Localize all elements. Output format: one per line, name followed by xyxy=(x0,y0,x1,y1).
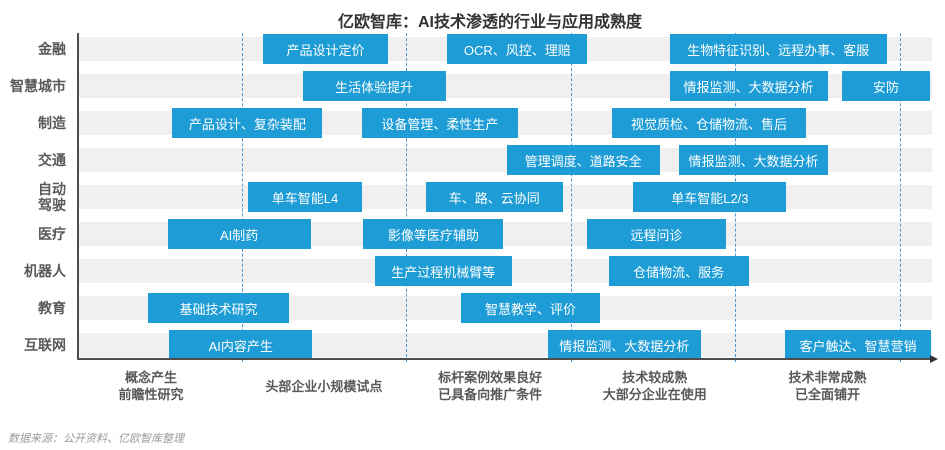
application-box: 视觉质检、仓储物流、售后 xyxy=(611,108,807,138)
industry-label: 交通 xyxy=(38,152,66,168)
stage-dashed-line xyxy=(406,33,408,362)
industry-label: 制造 xyxy=(38,115,66,131)
stage-label: 概念产生 前瞻性研究 xyxy=(118,370,184,402)
stage-label: 头部企业小规模试点 xyxy=(265,378,383,394)
axis-arrow-icon xyxy=(930,355,938,363)
application-box: 产品设计定价 xyxy=(262,34,389,64)
chart-title: 亿欧智库：AI技术渗透的行业与应用成熟度 xyxy=(337,14,643,31)
stage-label: 技术较成熟 大部分企业在使用 xyxy=(602,370,707,402)
data-source-note: 数据来源：公开资料、亿欧智库整理 xyxy=(8,433,184,445)
industry-label: 教育 xyxy=(38,300,66,316)
application-box: AI内容产生 xyxy=(169,330,313,360)
industry-label: 金融 xyxy=(38,41,66,57)
application-box: 情报监测、大数据分析 xyxy=(547,330,701,360)
application-box: OCR、风控、理赔 xyxy=(447,34,588,64)
application-box: 智慧教学、评价 xyxy=(460,293,601,323)
stage-dashed-line xyxy=(570,33,572,362)
y-axis-line xyxy=(77,33,79,358)
application-box: 设备管理、柔性生产 xyxy=(361,108,519,138)
x-axis-line xyxy=(77,358,930,360)
industry-label: 互联网 xyxy=(24,337,66,353)
application-box: 影像等医疗辅助 xyxy=(363,219,504,249)
application-box: 单车智能L2/3 xyxy=(633,182,787,212)
application-box: 情报监测、大数据分析 xyxy=(669,71,828,101)
application-box: 客户触达、智慧营销 xyxy=(784,330,932,360)
application-box: 安防 xyxy=(842,71,930,101)
stage-label: 标杆案例效果良好 已具备向推广条件 xyxy=(438,370,543,402)
industry-label: 自动 驾驶 xyxy=(38,181,66,213)
industry-label: 智慧城市 xyxy=(10,78,66,94)
application-box: 情报监测、大数据分析 xyxy=(679,145,828,175)
application-box: 远程问诊 xyxy=(587,219,726,249)
application-box: 生产过程机械臂等 xyxy=(374,256,512,286)
industry-label: 机器人 xyxy=(24,263,66,279)
stage-dashed-line xyxy=(241,33,243,362)
application-box: 生活体验提升 xyxy=(302,71,446,101)
application-box: AI制药 xyxy=(167,219,311,249)
application-box: 仓储物流、服务 xyxy=(608,256,749,286)
industry-label: 医疗 xyxy=(38,226,66,242)
stage-label: 技术非常成熟 已全面铺开 xyxy=(788,370,867,402)
application-box: 车、路、云协同 xyxy=(425,182,563,212)
application-box: 基础技术研究 xyxy=(147,293,290,323)
application-box: 产品设计、复杂装配 xyxy=(172,108,323,138)
stage-dashed-line xyxy=(900,33,901,362)
application-box: 单车智能L4 xyxy=(248,182,362,212)
application-box: 生物特征识别、远程办事、客服 xyxy=(669,34,887,64)
application-box: 管理调度、道路安全 xyxy=(506,145,660,175)
